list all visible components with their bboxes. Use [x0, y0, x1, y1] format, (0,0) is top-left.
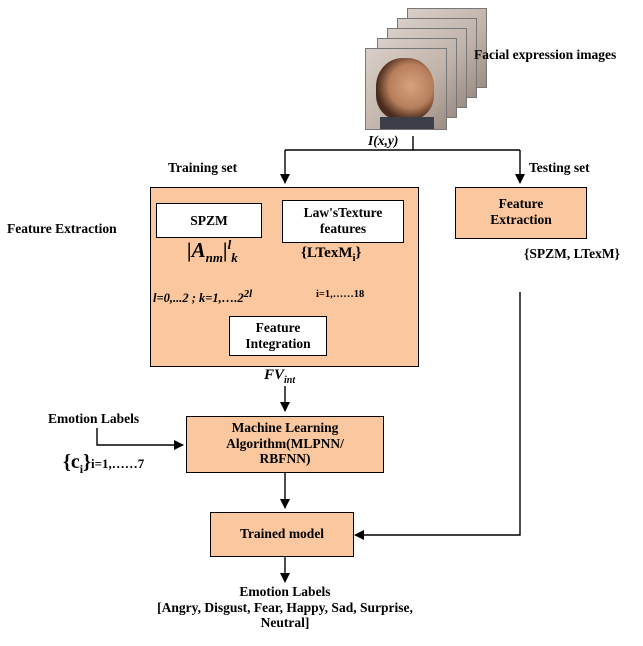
testing-feature-line2: Extraction [490, 211, 552, 227]
fv-sub: int [284, 375, 296, 386]
emotion-labels-input-title: Emotion Labels [48, 411, 140, 426]
spzm-symbol-sup: l [227, 237, 232, 252]
laws-symbol: {LTexMi} [301, 245, 361, 265]
emotion-labels-to-ml-arrow [96, 428, 184, 450]
trained-model-box: Trained model [210, 512, 354, 557]
spzm-symbol: |Anm|lk [187, 237, 238, 266]
output-title: Emotion Labels [239, 584, 331, 599]
spzm-range-sup: 2l [243, 288, 253, 300]
spzm-symbol-sub2: k [231, 250, 238, 266]
integration-line2: Integration [245, 335, 311, 351]
input-title: Facial expression images [474, 47, 617, 62]
face-shape [376, 58, 434, 120]
class-symbol-close: } [83, 451, 91, 473]
testing-to-trained-arrow [354, 292, 521, 540]
fv-label: FVint [264, 367, 295, 387]
spzm-symbol-main: |A [187, 238, 206, 262]
laws-range: i=1,……18 [316, 289, 365, 300]
output-line1: [Angry, Disgust, Fear, Happy, Sad, Surpr… [157, 599, 413, 615]
testing-set-label: Testing set [529, 160, 590, 175]
face-image [365, 48, 447, 130]
shirt-shape [380, 117, 434, 129]
testing-feature-extraction-box: Feature Extraction [455, 187, 587, 239]
input-function-label: I(x,y) [368, 133, 399, 148]
testing-feature-line1: Feature [498, 196, 544, 211]
laws-title-line1: Law'sTexture [303, 205, 383, 220]
laws-title-line2: features [319, 220, 367, 236]
ml-line2: Algorithm(MLPNN/ [226, 435, 344, 451]
spzm-box: SPZM [156, 203, 262, 238]
laws-symbol-main: {LTexM [301, 245, 353, 261]
spzm-range: l=0,...2 ; k=1,….22l [153, 288, 252, 306]
class-symbol-main: {c [63, 451, 80, 473]
laws-symbol-sub: i [352, 252, 356, 264]
ml-line3: RBFNN) [259, 451, 311, 467]
integration-line1: Feature [255, 320, 301, 335]
class-symbol: {ci}i=1,……7 [63, 451, 144, 477]
spzm-title: SPZM [190, 213, 228, 228]
spzm-symbol-sub: nm [205, 250, 223, 266]
ml-algorithm-box: Machine Learning Algorithm(MLPNN/ RBFNN) [186, 416, 384, 473]
feature-integration-box: Feature Integration [229, 316, 327, 356]
class-range: i=1,……7 [91, 456, 145, 471]
laws-texture-box: Law'sTexture features [282, 200, 404, 243]
fv-main: FV [264, 367, 285, 383]
testing-feature-output: {SPZM, LTexM} [524, 246, 620, 261]
spzm-range-text: l=0,...2 ; k=1,….2 [153, 291, 244, 306]
laws-symbol-close: } [355, 245, 362, 261]
training-set-label: Training set [168, 160, 238, 175]
output-line2: Neutral] [260, 615, 310, 631]
ml-line1: Machine Learning [231, 420, 339, 435]
class-symbol-sub: i [79, 462, 84, 476]
output-emotion-labels: Emotion Labels [Angry, Disgust, Fear, Ha… [90, 584, 480, 631]
feature-extraction-label: Feature Extraction [7, 221, 117, 236]
spzm-symbol-tail: | [222, 238, 228, 262]
trained-model-label: Trained model [239, 526, 325, 541]
